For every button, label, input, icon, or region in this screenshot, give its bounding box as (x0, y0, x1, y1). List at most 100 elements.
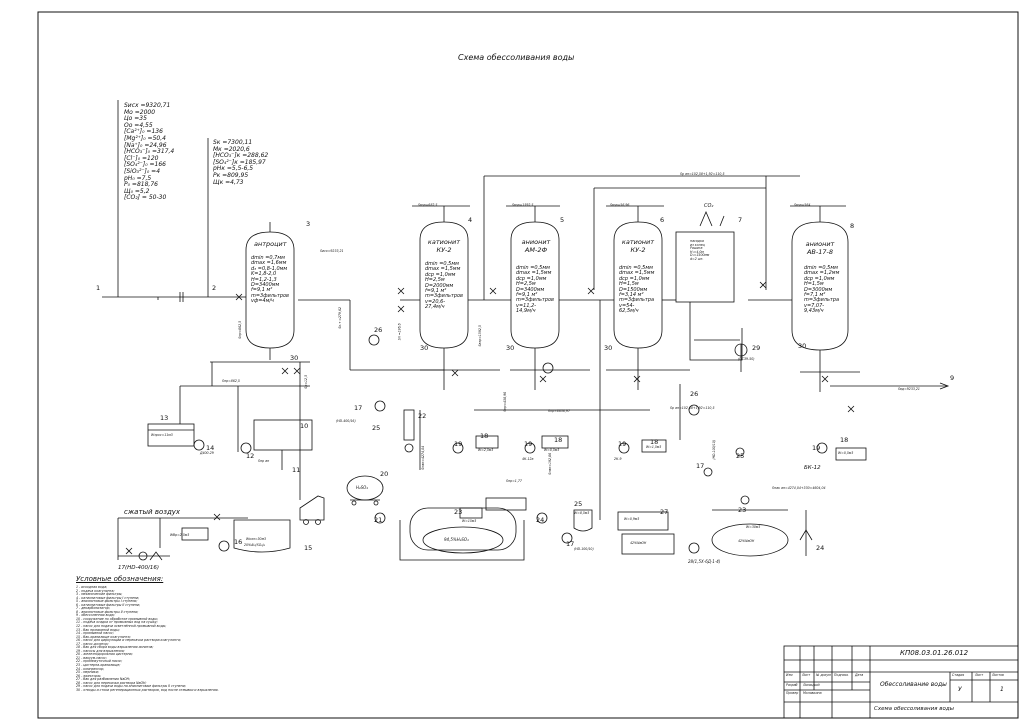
stage-header: Стадия (952, 673, 965, 677)
label-30e: 30 (290, 354, 299, 362)
label-18a: 18 (480, 432, 489, 440)
param: v=11,2- (516, 302, 537, 309)
param: D=3000мм (804, 286, 833, 293)
pump-2k-label: 2К-9 (614, 457, 622, 461)
param: m=3фильтра (619, 297, 655, 304)
param: [Na⁺]₀ =24,96 (124, 141, 167, 149)
legend-item: 30 - отводы и стоки регенерационных раст… (76, 687, 219, 692)
truck (299, 495, 325, 521)
param: [HCO₃⁻]₀ =317,4 (124, 148, 175, 156)
label-30c: 30 (604, 344, 613, 352)
param: D=3400мм (251, 282, 280, 289)
legend-item: 12 - насос для подачи осветлённой промыв… (76, 624, 167, 629)
tank-13 (147, 423, 195, 447)
sheet-frame (37, 11, 1019, 719)
param: pH₀ =7,5 (124, 174, 152, 182)
flow-label: Sпр=862,5 (238, 320, 243, 339)
legend-item: 11 - подача осадка от промывных вод на с… (76, 620, 158, 625)
legend-item: 17 - насос-дозатор; (76, 641, 109, 646)
tank-18-label: W=0,5м3 (544, 448, 560, 452)
param: Рашига (690, 246, 703, 251)
flow-label: Sпр=862,5 (222, 379, 240, 383)
param: Мк =2020,6 (213, 145, 250, 153)
flow-label: Sвзр=682,5 (418, 203, 438, 207)
co2-label: CO₂ (704, 203, 714, 209)
param: dср =1,0мм (804, 275, 835, 282)
flow-label: Sпр=6636,97 (548, 409, 570, 413)
tank-13-label: Wзрос=11м3 (151, 433, 173, 437)
legend-item: 7 - декарбонизатор; (76, 606, 110, 611)
legend-item: 2 - подача коагулянта; (76, 588, 115, 593)
legend-item: 23 - цистерна-хранилище; (76, 663, 121, 668)
param: d=2 шт. (690, 256, 704, 261)
alkali-tank-content: 42%NaOH (738, 539, 755, 543)
tank-ww-label: Wбр=2,5м3 (170, 533, 190, 537)
label-17d: 17 (566, 540, 575, 548)
decarbonizer-params: насадка из колец Рашига H₁=4,0м D₁=1500м… (690, 239, 709, 262)
legend-title: Условные обозначения: (76, 575, 164, 583)
param: dmin =0,5мм (804, 265, 838, 271)
flow-label: Sнак=192,86 (548, 452, 553, 475)
param: Sк =7300,11 (213, 139, 253, 146)
param: dmin =0,7мм (251, 255, 285, 261)
role-developer: Разраб (786, 683, 798, 687)
acid-tank-content: 94,5%H₂SO₄ (444, 537, 469, 542)
param: dср =1,0мм (619, 275, 650, 282)
label-24a: 24 (536, 516, 545, 524)
sheets-value: 1 (1000, 686, 1004, 693)
label-9: 9 (950, 374, 955, 382)
rail-tank-content: H₂SO₄ (356, 485, 368, 490)
legend-item: 5 - анионитовые фильтры I ступени; (76, 599, 138, 604)
label-1: 1 (96, 284, 101, 292)
param: dmax =1,2мм (804, 270, 840, 277)
pump-hd3-label: (НD-100/10) (712, 439, 717, 460)
param: dmin =0,5мм (619, 265, 653, 271)
param: m=3фильтров (425, 293, 464, 300)
diagram-title: Схема обессоливания воды (458, 53, 575, 62)
param: 14,9м/ч (516, 308, 536, 315)
label-24b: 24 (816, 544, 825, 552)
filter-6-params: dmin =0,5мм dmax =1,5мм dср =1,0мм H=1,5… (619, 265, 655, 315)
label-26b: 26 (690, 390, 699, 398)
drawing-code: КП08.03.01.26.012 (900, 649, 969, 657)
param: 9,43м/ч (804, 308, 824, 315)
param: насадка (690, 239, 704, 243)
legend-item: 14 - промывной насос; (76, 631, 114, 636)
pump-hd-label: (НD-100/10) (574, 547, 594, 551)
filter-3-number: 3 (306, 220, 311, 228)
label-22: 22 (418, 412, 427, 420)
tank-18a-label: W=2,5м3 (478, 448, 494, 452)
label-17b: 17 (354, 404, 363, 412)
param: H=1,5м (619, 281, 639, 288)
legend-item: 26 - эжекторы; (76, 673, 102, 678)
source-params: Sисх =9320,71 Мо =2000 Цо =35 Оо =4,55 [… (124, 102, 175, 202)
legend-item: 4 - катионитовые фильтры I ступени; (76, 595, 140, 600)
label-12b: Sпр ан (258, 459, 270, 463)
label-30d: 30 (798, 342, 807, 350)
param: m=3фильтра (804, 297, 840, 304)
param: d₃ =0,8-1,0мм (251, 265, 288, 272)
legend-item: 6 - катионитовые фильтры II ступени; (76, 602, 141, 607)
param: dmin =0,5мм (516, 265, 550, 271)
flow-label: Sисх=9233,21 (320, 249, 344, 253)
label-14: 14 (206, 444, 215, 452)
param: H=1,5м (804, 281, 824, 288)
legend-item: 24 - компрессор; (76, 666, 105, 671)
tank-10-number: 10 (300, 422, 309, 430)
label-18b: 18 (554, 436, 563, 444)
legend-item: 8 - анионитовые фильтры II ступени; (76, 609, 139, 614)
acid-tank-23 (422, 526, 504, 554)
pump-14-label: Д400-29 (200, 451, 214, 455)
filter-5-number: 5 (560, 216, 565, 224)
param: [Ca²⁺]₀ =136 (124, 128, 163, 136)
flow-label: Sр ан=102,58+1,92=110,5 (670, 406, 715, 410)
param: Pк =809,95 (213, 171, 249, 179)
header-doc: № докум (816, 673, 831, 677)
label-13: 13 (160, 414, 169, 422)
param: P₀ =818,76 (124, 181, 158, 189)
label-20: 20 (380, 470, 389, 478)
legend-item: 10 - сооружение по обработке промывной в… (76, 616, 158, 621)
param: D=3400мм (516, 286, 545, 293)
label-16: 16 (234, 538, 243, 546)
label-19a: 19 (454, 440, 463, 448)
